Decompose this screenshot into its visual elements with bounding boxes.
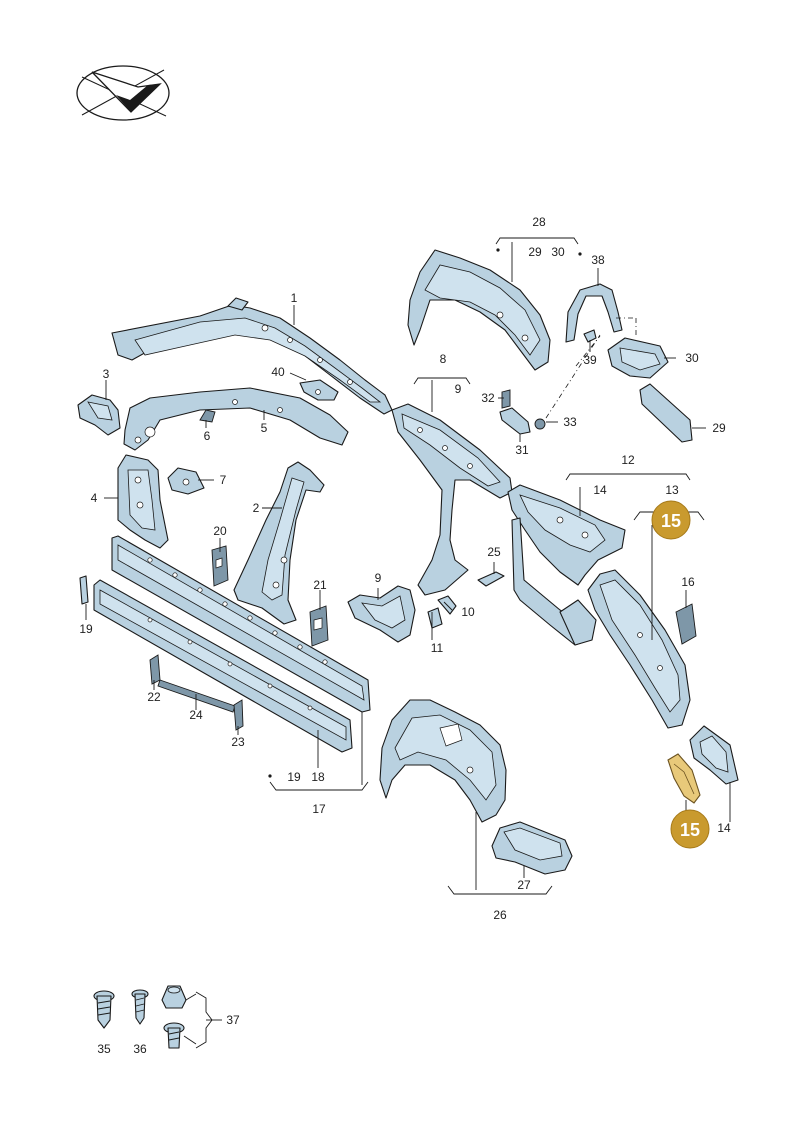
part-16-bracket (675, 603, 697, 645)
part-5-inner-rail (123, 387, 349, 451)
callout-11: 11 (431, 641, 444, 655)
part-40-clip (299, 379, 339, 401)
part-9-lower-bracket (347, 585, 416, 643)
part-29-strip (639, 383, 693, 443)
part-8-c-pillar-frame (391, 403, 513, 596)
callout-9-lower: 9 (375, 571, 382, 585)
fastener-35-screw (93, 990, 115, 1029)
callout-14-upper: 14 (593, 483, 607, 497)
callout-6: 6 (204, 429, 211, 443)
part-19-strip (79, 575, 89, 605)
callout-3: 3 (103, 367, 110, 381)
part-2-b-pillar (233, 461, 325, 625)
part-33-nut (534, 418, 546, 430)
part-12-rear-panel (507, 484, 626, 586)
part-18-sill-inner (93, 579, 353, 753)
part-39-bolt (583, 329, 597, 343)
part-31-bracket (499, 407, 531, 435)
group-brackets (183, 237, 705, 1049)
callout-27: 27 (517, 878, 531, 892)
callout-21: 21 (313, 578, 327, 592)
callout-13: 13 (665, 483, 679, 497)
callout-12: 12 (621, 453, 635, 467)
callout-20: 20 (213, 524, 227, 538)
part-11-bracket (427, 607, 443, 629)
callout-1: 1 (291, 291, 298, 305)
callout-28: 28 (532, 215, 546, 229)
callout-18: 18 (311, 770, 325, 784)
part-22-clip (149, 654, 161, 685)
callout-8: 8 (440, 352, 447, 366)
callout-19-lower: 19 (287, 770, 301, 784)
callout-26: 26 (493, 908, 507, 922)
callout-4: 4 (91, 491, 98, 505)
callout-24: 24 (189, 708, 203, 722)
part-28-wheelhouse (407, 249, 551, 371)
callout-17: 17 (312, 802, 326, 816)
part-21-bracket (309, 605, 329, 647)
part-15-highlighted (667, 753, 701, 804)
direction-arrow-logo-icon (76, 65, 170, 121)
part-12-lower-frame (511, 517, 597, 646)
callout-14-lower: 14 (717, 821, 731, 835)
part-4-a-pillar (117, 454, 169, 549)
callout-32: 32 (481, 391, 495, 405)
part-3-bracket (77, 394, 121, 436)
part-7-bracket (167, 467, 205, 495)
svg-text:15: 15 (661, 511, 681, 531)
part-20-bracket (211, 545, 229, 587)
callout-29-upper: 29 (528, 245, 542, 259)
leader-dots (268, 248, 582, 778)
callout-39: 39 (583, 353, 597, 367)
callout-22: 22 (147, 690, 161, 704)
callout-23: 23 (231, 735, 245, 749)
callout-19-upper: 19 (79, 622, 93, 636)
callout-31: 31 (515, 443, 529, 457)
part-25-clip (477, 571, 505, 587)
callout-33: 33 (563, 415, 577, 429)
callout-16: 16 (681, 575, 695, 589)
callout-30-upper: 30 (551, 245, 565, 259)
callout-labels: 1 2 3 4 5 6 7 8 9 9 10 11 12 13 14 14 16… (79, 215, 731, 1056)
callout-37: 37 (226, 1013, 240, 1027)
svg-text:15: 15 (680, 820, 700, 840)
part-30-bracket (607, 337, 669, 379)
part-38-strut (565, 283, 623, 343)
fastener-36-screw (131, 989, 149, 1025)
part-24-rod (157, 679, 236, 713)
callout-35: 35 (97, 1042, 111, 1056)
callout-36: 36 (133, 1042, 147, 1056)
part-1-roof-rail (111, 297, 393, 415)
callout-29-right: 29 (712, 421, 726, 435)
callout-40: 40 (271, 365, 285, 379)
callout-30-right: 30 (685, 351, 699, 365)
callout-badge-15-lower: 15 (670, 809, 710, 849)
callout-5: 5 (261, 421, 268, 435)
callout-badge-15-upper: 15 (651, 500, 691, 540)
part-26-wheelhouse-inner (379, 699, 507, 823)
fastener-37-bolt (163, 1022, 185, 1049)
callout-7: 7 (220, 473, 227, 487)
callout-25: 25 (487, 545, 501, 559)
part-27-box-section (491, 821, 573, 875)
callout-10: 10 (461, 605, 475, 619)
part-14-end-piece (689, 725, 739, 785)
callout-9-upper: 9 (455, 382, 462, 396)
callout-2: 2 (253, 501, 260, 515)
part-17-sill-outer (111, 535, 371, 713)
part-13-rear-rail (587, 569, 691, 729)
part-32-bolt (501, 389, 511, 409)
callout-38: 38 (591, 253, 605, 267)
part-23-clip (233, 699, 244, 731)
part-6-clip (199, 409, 216, 423)
fastener-37-nut (161, 985, 187, 1009)
